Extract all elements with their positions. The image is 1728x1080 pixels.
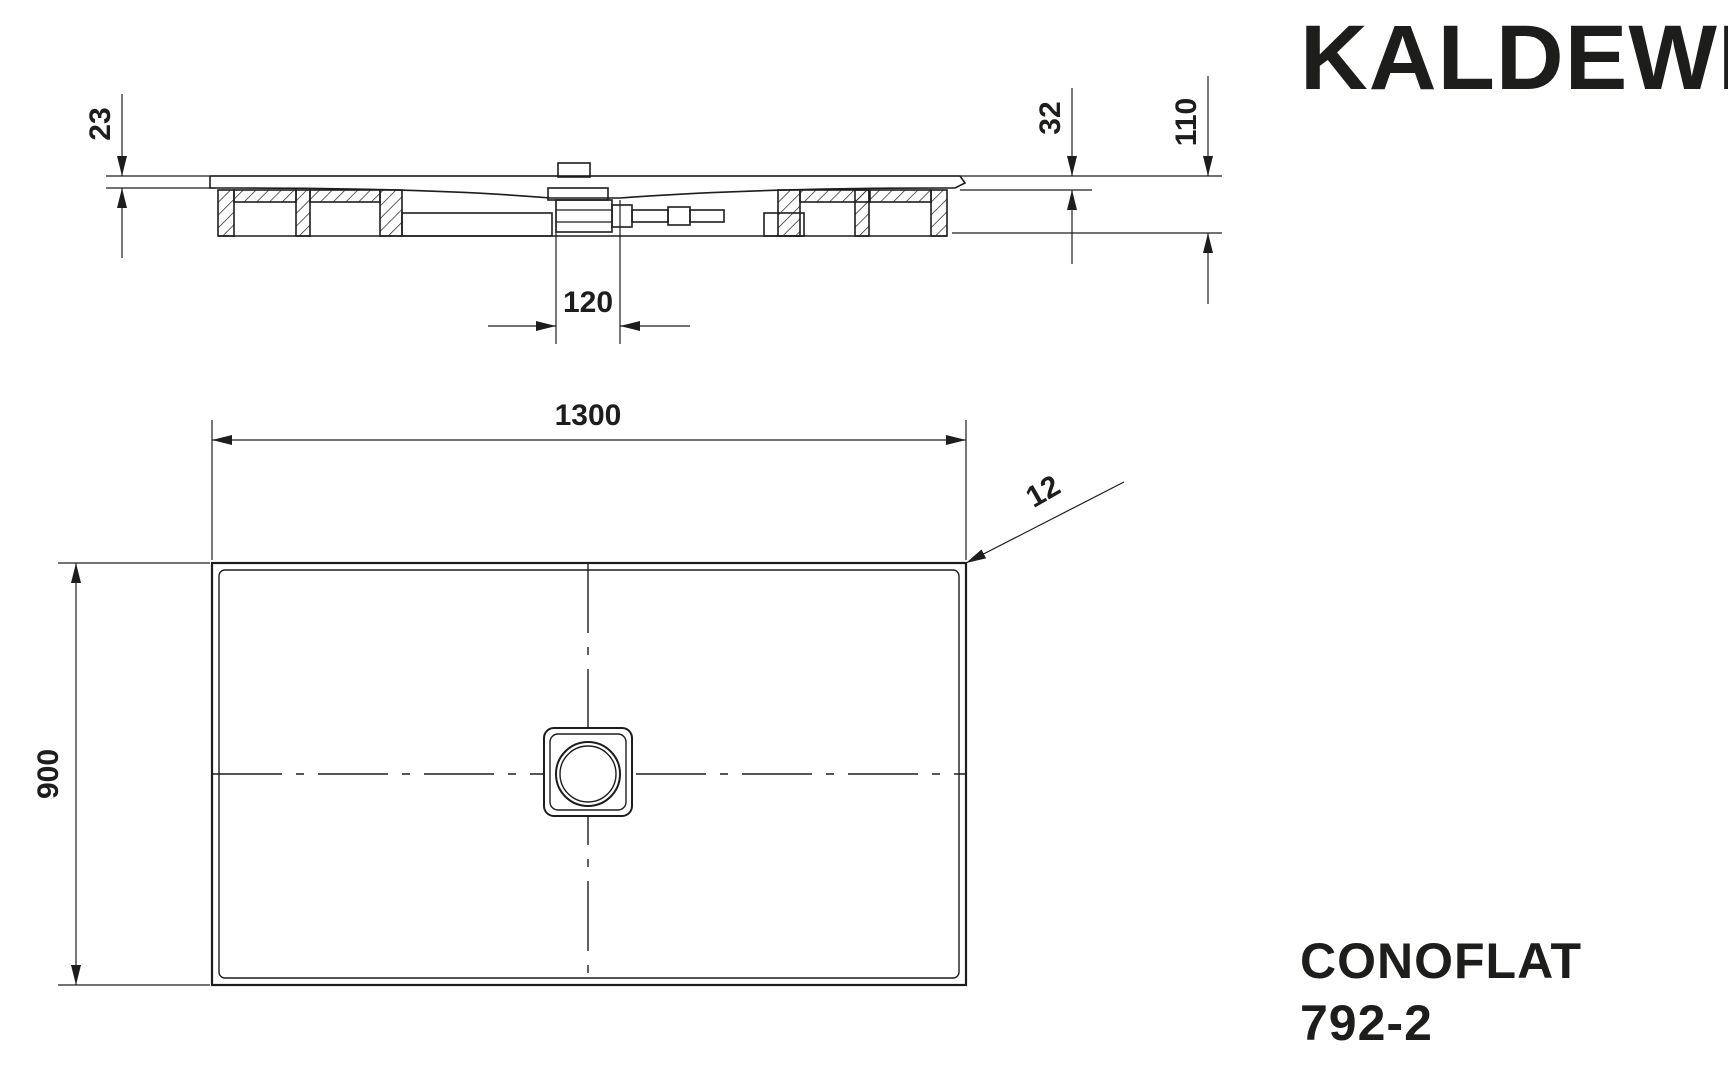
product-code: 792-2 bbox=[1300, 995, 1433, 1051]
product-name: CONOFLAT bbox=[1300, 933, 1583, 989]
brand-logo: KALDEWEI bbox=[1300, 7, 1728, 109]
support-blocks bbox=[217, 189, 948, 237]
dimension-depth-label: 900 bbox=[32, 749, 65, 799]
dimension-drain-depth-label: 32 bbox=[1034, 101, 1067, 134]
dimension-rim-height-label: 23 bbox=[84, 107, 117, 140]
tray-top-surface bbox=[210, 175, 967, 189]
dimension-corner-radius bbox=[965, 481, 1125, 564]
drain-cover bbox=[543, 727, 633, 817]
dimension-drain-width-label: 120 bbox=[563, 286, 613, 319]
dimension-total-height-label: 110 bbox=[1170, 98, 1203, 146]
top-plan-view: 1300 900 12 bbox=[32, 399, 1125, 987]
dimension-width-label: 1300 bbox=[555, 399, 622, 432]
dimension-depth bbox=[58, 562, 210, 986]
dimension-drain-width bbox=[488, 200, 690, 344]
dimension-corner-radius-label: 12 bbox=[1021, 469, 1066, 514]
side-section-view: 23 32 110 120 bbox=[84, 76, 1222, 344]
drain-assembly bbox=[547, 162, 725, 233]
dimension-width bbox=[211, 420, 967, 560]
